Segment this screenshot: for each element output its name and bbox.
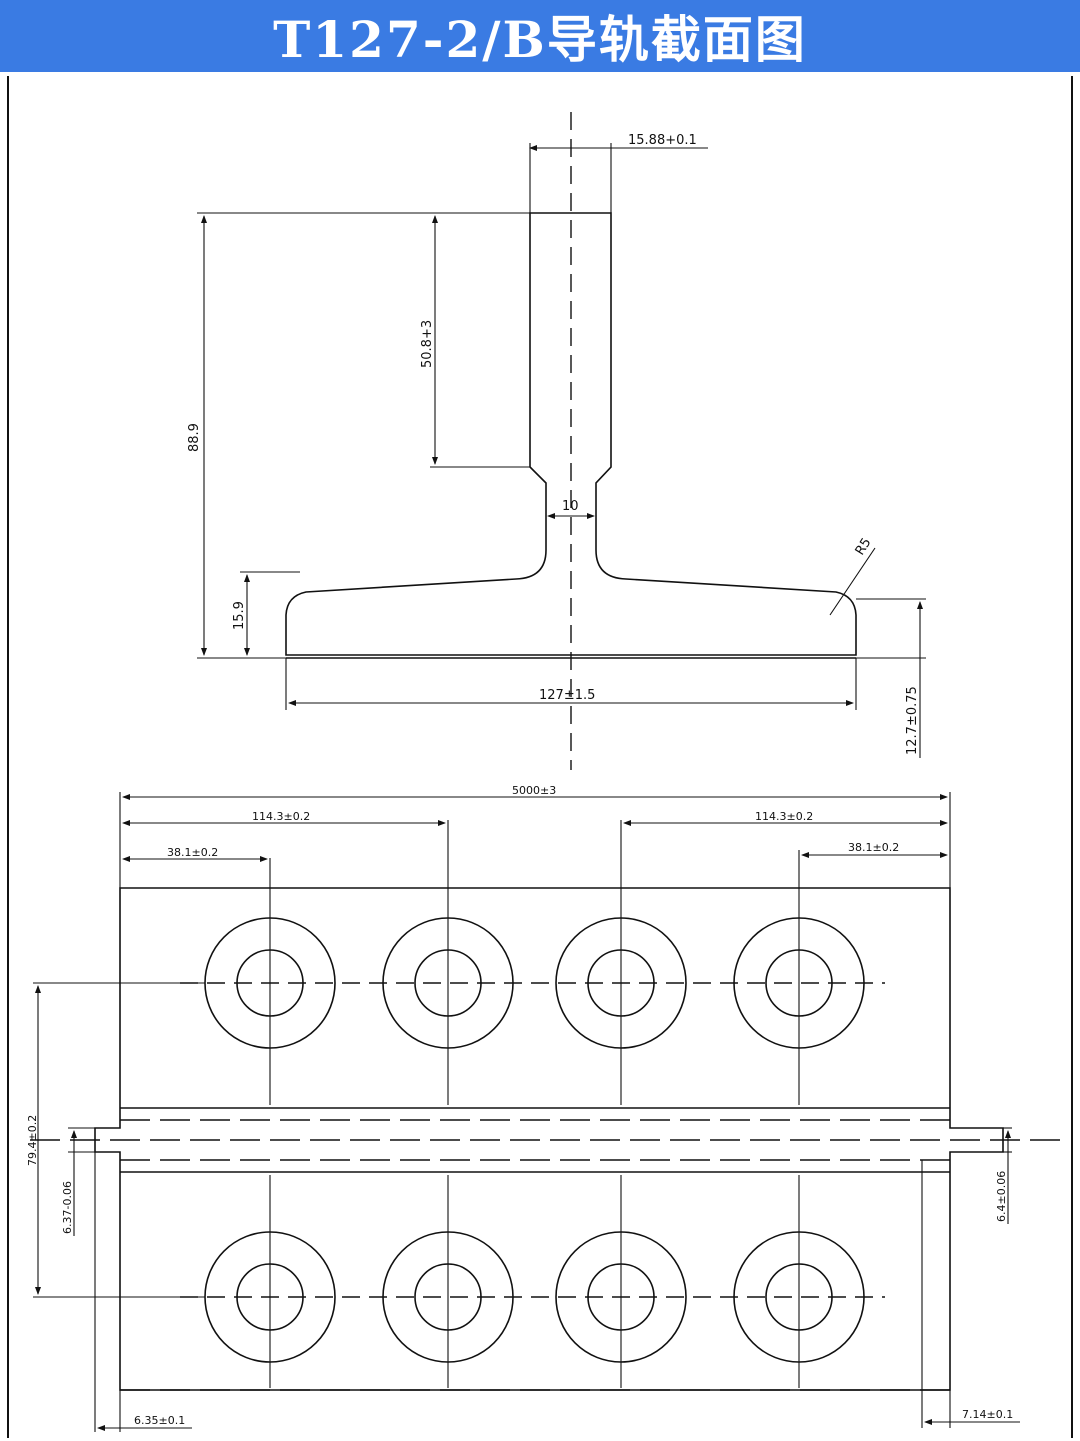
- hole: [733, 850, 865, 1105]
- dim-left-end: 6.35±0.1: [134, 1414, 185, 1427]
- dim-right-spacing: 114.3±0.2: [755, 810, 813, 823]
- title-bar: T127-2/B导轨截面图: [0, 0, 1080, 72]
- rail-profile-outline: [285, 212, 857, 656]
- hole: [555, 820, 687, 1105]
- dim-foot-height: 15.9: [232, 601, 247, 630]
- dim-length: 5000±3: [512, 784, 556, 797]
- dim-tongue-right: 6.4±0.06: [995, 1171, 1008, 1222]
- rail-cross-section: 15.88+0.1 88.9 50.8+3 10 R5 15.9 127±1.5…: [187, 112, 926, 770]
- hole: [733, 1175, 865, 1388]
- dim-left-offset: 38.1±0.2: [167, 846, 218, 859]
- rail-plan-view: 5000±3 114.3±0.2 114.3±0.2 38.1±0.2 38.1…: [26, 784, 1060, 1432]
- dim-right-end: 7.14±0.1: [962, 1408, 1013, 1421]
- dim-base-width: 127±1.5: [539, 688, 595, 703]
- hole: [204, 1175, 336, 1388]
- dim-left-spacing: 114.3±0.2: [252, 810, 310, 823]
- dim-right-offset: 38.1±0.2: [848, 841, 899, 854]
- plan-outline: [94, 887, 1004, 1391]
- dim-total-height: 88.9: [187, 423, 202, 452]
- dim-neck: 10: [562, 499, 579, 514]
- dim-blade-height: 50.8+3: [420, 320, 435, 368]
- dim-hole-spacing: 79.4±0.2: [26, 1115, 39, 1166]
- hole-row-top: [180, 820, 885, 1105]
- page-title: T127-2/B导轨截面图: [273, 10, 807, 69]
- dim-tongue-left: 6.37-0.06: [61, 1181, 74, 1234]
- dim-foot-edge: 12.7±0.75: [905, 686, 920, 755]
- dim-head-width: 15.88+0.1: [628, 133, 697, 148]
- hole: [382, 820, 514, 1105]
- hole-row-bottom: [180, 1175, 885, 1388]
- drawing-frame: [7, 76, 1073, 1438]
- hole: [204, 858, 336, 1105]
- dim-radius: R5: [853, 535, 875, 558]
- hole: [555, 1175, 687, 1388]
- hole: [382, 1175, 514, 1388]
